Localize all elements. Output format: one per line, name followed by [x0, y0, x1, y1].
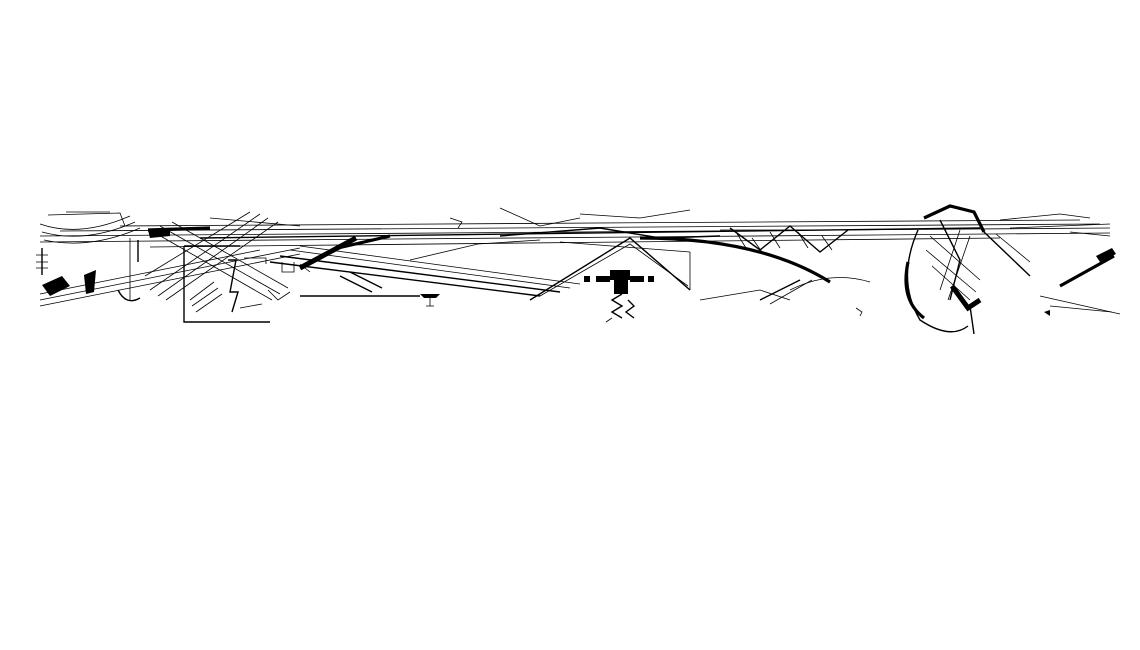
- small-stand: [420, 294, 440, 307]
- t-symbol: [584, 270, 654, 323]
- right-knot-structure: [855, 204, 1121, 335]
- crossing-hatch-tower: [144, 211, 301, 323]
- central-roof-outline: [409, 227, 871, 305]
- hatched-ridge: [449, 207, 850, 253]
- central-perspective-lines: [267, 234, 581, 301]
- left-hatch-cluster: [36, 211, 211, 302]
- horizon-strands: [39, 219, 1111, 307]
